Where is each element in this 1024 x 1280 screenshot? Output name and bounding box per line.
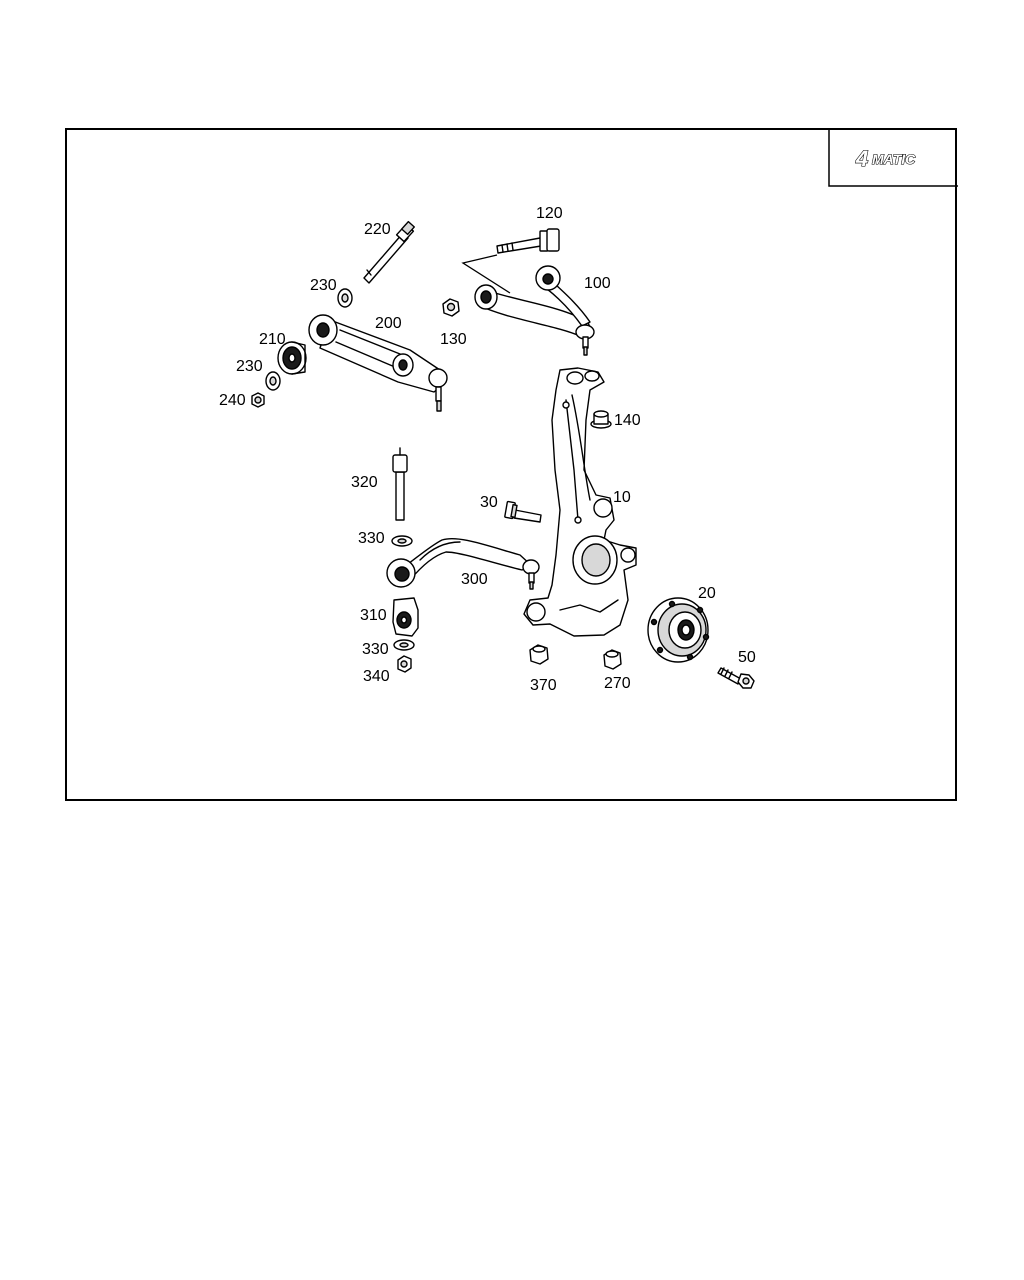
- callout-130: 130: [440, 331, 467, 348]
- callout-220: 220: [364, 221, 391, 238]
- bolt-icon: [363, 220, 416, 284]
- callout-230-lower: 230: [236, 358, 263, 375]
- washer-icon: [337, 288, 353, 308]
- bolt-icon: [496, 228, 560, 254]
- control-arm-icon: [474, 265, 595, 356]
- callout-30: 30: [480, 494, 498, 511]
- washer-icon: [393, 639, 415, 651]
- callout-330-upper: 330: [358, 530, 385, 547]
- control-arm-icon: [386, 537, 540, 590]
- callout-20: 20: [698, 585, 716, 602]
- diagram-frame: [65, 128, 957, 801]
- bushing-icon: [392, 597, 419, 637]
- callout-270: 270: [604, 675, 631, 692]
- bolt-icon: [504, 500, 542, 523]
- badge-numeral: 4: [855, 146, 868, 171]
- wheel-hub-icon: [647, 597, 710, 663]
- callout-120: 120: [536, 205, 563, 222]
- nut-icon: [442, 298, 460, 317]
- control-arm-icon: [308, 314, 448, 412]
- 4matic-badge: 4 MATIC: [828, 129, 958, 187]
- steering-knuckle-icon: [523, 367, 637, 637]
- callout-10: 10: [613, 489, 631, 506]
- callout-310: 310: [360, 607, 387, 624]
- bolt-icon: [392, 447, 408, 521]
- leader-line-120: [461, 254, 511, 294]
- nut-icon: [590, 410, 612, 429]
- callout-330-lower: 330: [362, 641, 389, 658]
- nut-icon: [603, 649, 622, 670]
- callout-140: 140: [614, 412, 641, 429]
- nut-icon: [397, 655, 412, 673]
- bushing-icon: [277, 341, 307, 375]
- callout-100: 100: [584, 275, 611, 292]
- washer-icon: [391, 535, 413, 547]
- callout-370: 370: [530, 677, 557, 694]
- callout-50: 50: [738, 649, 756, 666]
- badge-word: MATIC: [872, 151, 916, 167]
- callout-300: 300: [461, 571, 488, 588]
- callout-210: 210: [259, 331, 286, 348]
- nut-icon: [251, 392, 265, 408]
- washer-icon: [265, 371, 281, 391]
- callout-240: 240: [219, 392, 246, 409]
- bolt-icon: [717, 667, 755, 689]
- callout-230-upper: 230: [310, 277, 337, 294]
- nut-icon: [529, 644, 549, 665]
- callout-340: 340: [363, 668, 390, 685]
- callout-200: 200: [375, 315, 402, 332]
- callout-320: 320: [351, 474, 378, 491]
